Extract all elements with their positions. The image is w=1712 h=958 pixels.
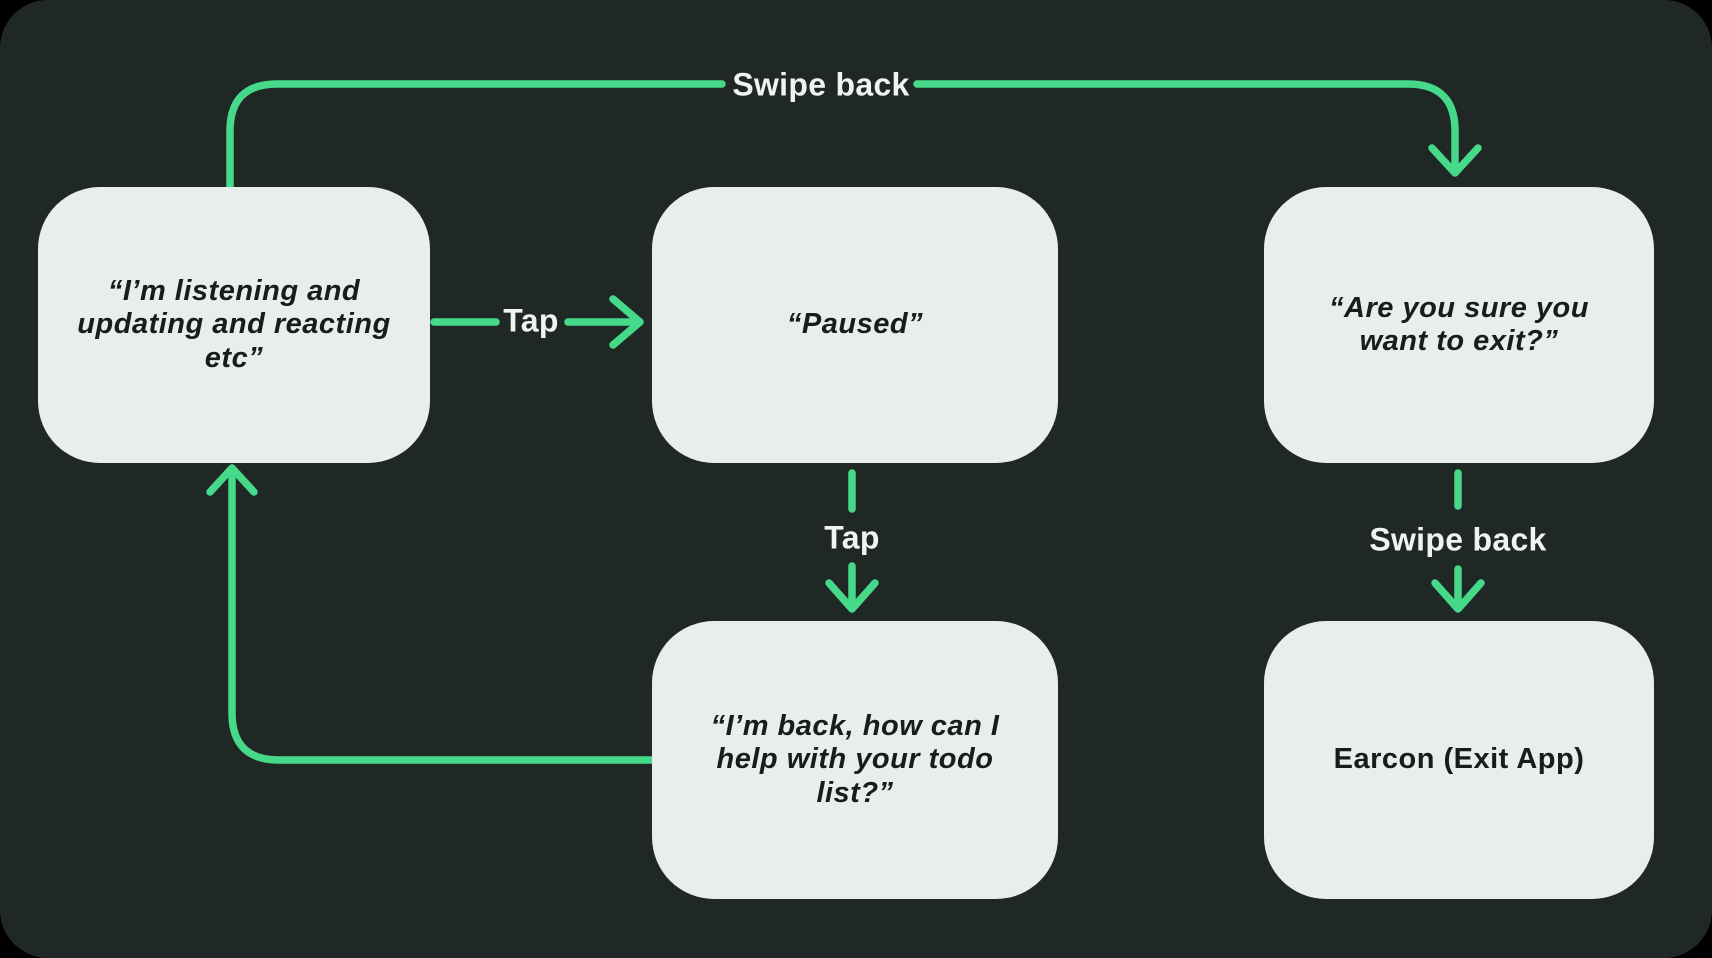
node-back-again-text: “I’m back, how can I help with your todo…: [710, 710, 1000, 809]
node-back-again: “I’m back, how can I help with your todo…: [652, 621, 1058, 899]
node-exit-confirm-text: “Are you sure you want to exit?”: [1329, 291, 1589, 357]
node-exit-confirm: “Are you sure you want to exit?”: [1264, 187, 1654, 463]
arrowhead-down-icon: [1431, 579, 1485, 613]
node-paused-text: “Paused”: [786, 308, 924, 341]
arrowhead-right-icon: [609, 295, 644, 349]
edge-label-swipe-back-top: Swipe back: [732, 66, 910, 103]
edge-label-tap-horizontal: Tap: [503, 302, 559, 339]
node-listening: “I’m listening and updating and reacting…: [38, 187, 430, 463]
arrowhead-up-icon: [206, 464, 258, 496]
node-paused: “Paused”: [652, 187, 1058, 463]
edge-label-swipe-back-vertical: Swipe back: [1369, 521, 1547, 558]
edge-label-tap-vertical: Tap: [824, 519, 880, 556]
loop-return-arrow: [206, 464, 656, 764]
arrowhead-down-icon: [825, 579, 879, 613]
node-earcon: Earcon (Exit App): [1264, 621, 1654, 899]
arrowhead-down-icon: [1428, 144, 1482, 177]
node-earcon-text: Earcon (Exit App): [1333, 743, 1585, 776]
node-listening-text: “I’m listening and updating and reacting…: [77, 275, 391, 374]
